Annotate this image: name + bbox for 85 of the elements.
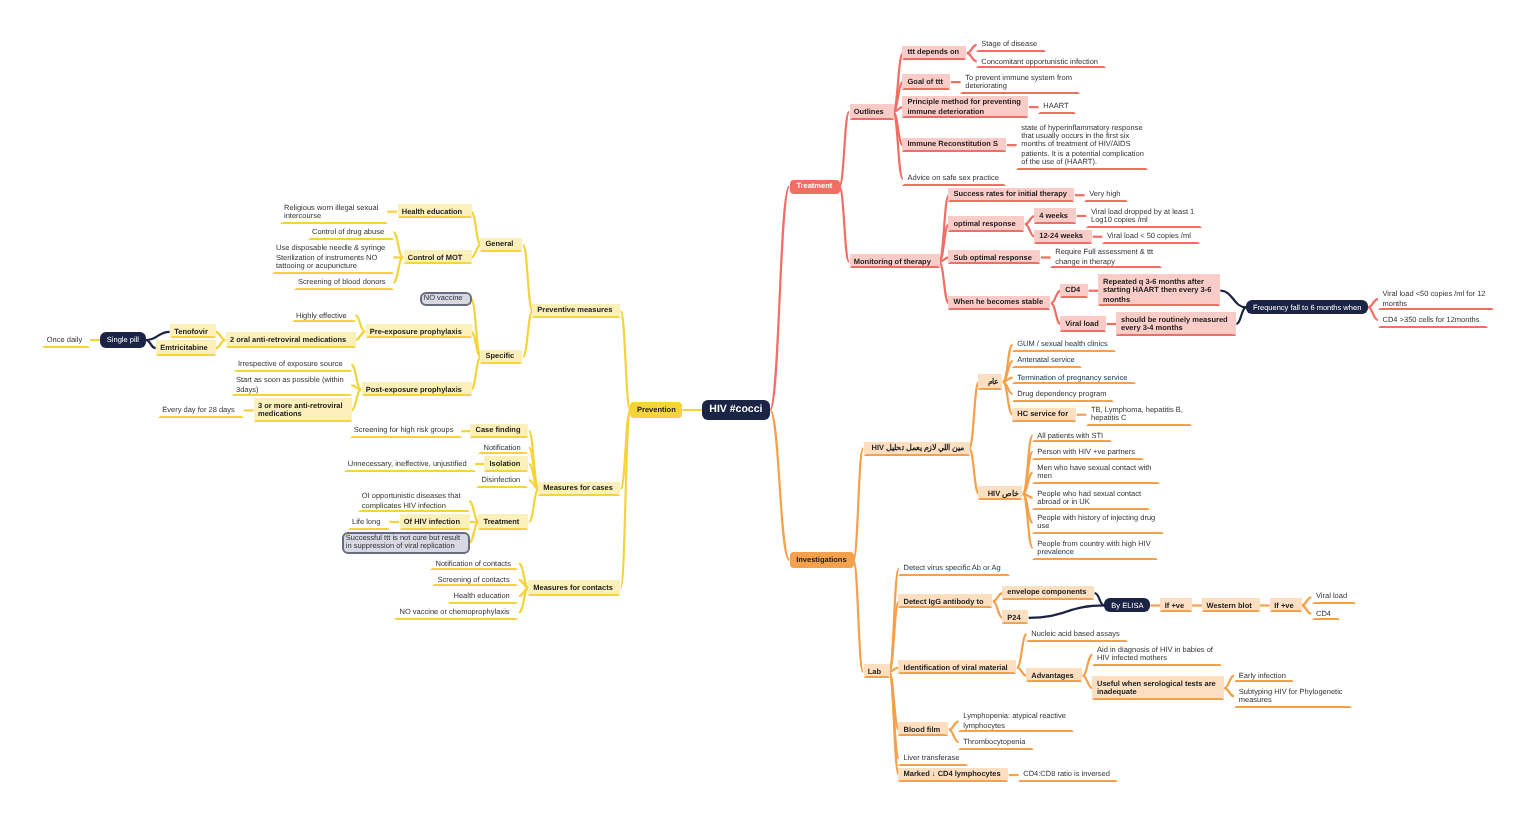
- connector-line: [392, 231, 404, 259]
- connector-line: [888, 671, 900, 731]
- connector-line: [852, 559, 865, 673]
- connector-line: [852, 447, 865, 561]
- connector-line: [468, 521, 480, 544]
- connector-line: [1074, 194, 1085, 197]
- connector-line: [518, 562, 530, 589]
- connector-line: [1022, 451, 1034, 495]
- connector-line: [1022, 493, 1034, 524]
- connector-line: [1002, 344, 1014, 383]
- connector-line: [892, 111, 904, 146]
- connector-line: [968, 447, 980, 495]
- connector-line: [527, 430, 540, 490]
- connector-line: [682, 408, 702, 412]
- connector-line: [1301, 604, 1312, 615]
- connector-line: [393, 256, 404, 259]
- connector-line: [938, 223, 950, 263]
- connector-line: [387, 210, 398, 213]
- connector-line: [888, 671, 900, 776]
- connector-line: [243, 409, 254, 412]
- connector-line: [1192, 604, 1202, 607]
- connector-line: [521, 244, 534, 312]
- connector-line: [1002, 381, 1014, 416]
- connector-line: [1040, 256, 1051, 259]
- connector-line: [838, 186, 851, 263]
- connector-line: [351, 384, 362, 391]
- connector-line: [1028, 106, 1039, 109]
- connector-line: [350, 363, 362, 391]
- connector-line: [392, 256, 404, 284]
- connector-line: [389, 520, 400, 523]
- connector-line: [968, 381, 980, 449]
- connector-line: [1002, 360, 1014, 383]
- connector-line: [145, 330, 170, 342]
- connector-line: [768, 186, 791, 411]
- connector-line: [1235, 306, 1247, 325]
- connector-line: [470, 356, 482, 391]
- connector-line: [948, 728, 960, 744]
- connector-line: [838, 111, 851, 188]
- connector-line: [1021, 493, 1034, 549]
- connector-line: [522, 310, 534, 358]
- connector-line: [948, 720, 959, 731]
- connector-line: [769, 409, 791, 561]
- connector-line: [1021, 434, 1034, 495]
- connector-line: [1028, 604, 1105, 619]
- connector-line: [528, 446, 540, 490]
- connector-line: [350, 388, 362, 412]
- connector-line: [90, 338, 100, 342]
- connector-line: [619, 310, 632, 411]
- connector-line: [528, 463, 540, 490]
- connector-line: [1016, 633, 1028, 669]
- connector-line: [938, 194, 950, 263]
- connector-line: [145, 338, 156, 350]
- connector-line: [1024, 223, 1036, 238]
- connector-line: [355, 330, 366, 341]
- connector-line: [892, 81, 904, 113]
- connector-line: [528, 488, 540, 523]
- connector-line: [892, 52, 904, 113]
- connector-line: [938, 261, 950, 304]
- connector-line: [1006, 144, 1017, 147]
- connector-line: [1008, 773, 1019, 777]
- connector-line: [619, 409, 632, 490]
- connector-line: [1150, 604, 1161, 607]
- connector-line: [354, 314, 366, 333]
- connector-line: [1050, 302, 1062, 325]
- connector-line: [966, 43, 977, 55]
- connector-line: [518, 587, 530, 614]
- connector-line: [470, 298, 482, 358]
- connector-line: [1367, 306, 1379, 321]
- connector-line: [470, 210, 482, 246]
- connector-line: [950, 81, 961, 84]
- connector-line: [1220, 289, 1247, 309]
- connector-line: [215, 338, 226, 350]
- connector-line: [1016, 666, 1027, 677]
- connector-line: [518, 578, 529, 590]
- connector-line: [1259, 604, 1270, 607]
- connector-line: [1022, 471, 1034, 495]
- connector-line: [888, 600, 900, 673]
- connector-line: [1081, 654, 1094, 677]
- connector-line: [619, 409, 632, 589]
- connector-line: [892, 111, 904, 180]
- connector-line: [468, 500, 480, 523]
- connector-line: [966, 52, 977, 63]
- connector-line: [1224, 687, 1235, 698]
- connector-line: [470, 330, 482, 358]
- connector-line: [992, 600, 1004, 619]
